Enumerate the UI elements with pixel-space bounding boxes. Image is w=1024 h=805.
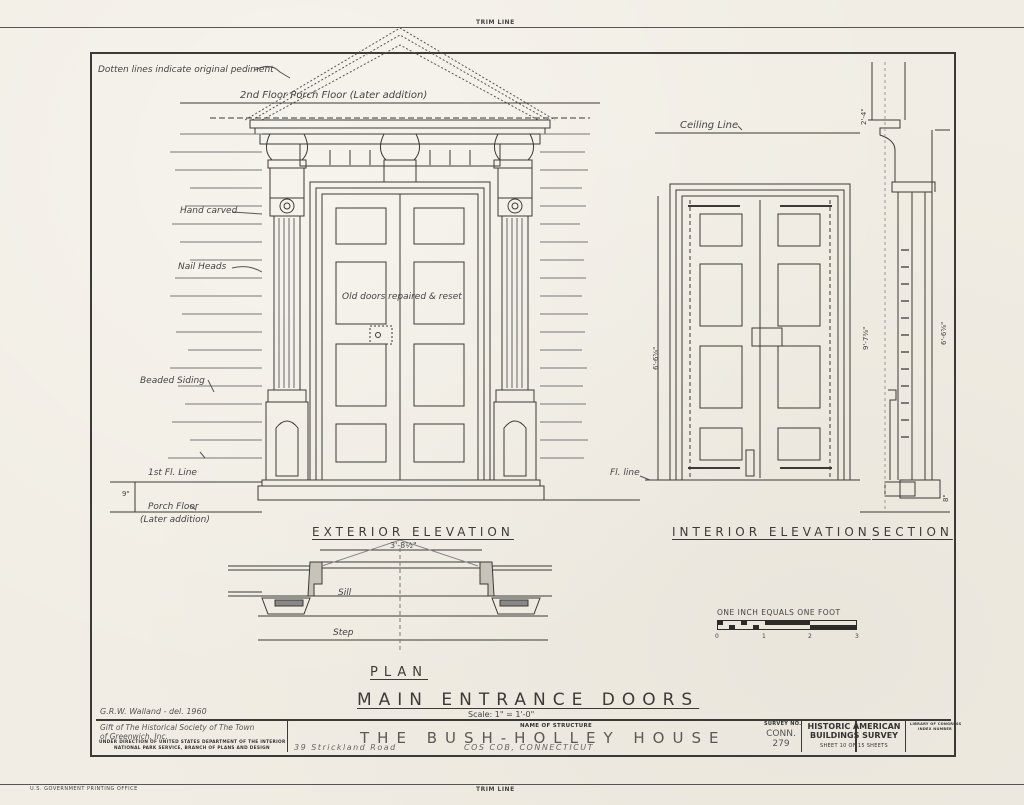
leader-lines [189,66,743,511]
dim-section-top: 2'-4" [860,108,868,125]
section-profile [860,62,950,513]
caption-interior-elevation: INTERIOR ELEVATION [672,525,871,539]
direction-line-1: UNDER DIRECTION OF UNITED STATES DEPARTM… [99,740,286,745]
dim-ceiling-height: 9'-7⅜" [862,326,870,350]
note-later-addition: (Later addition) [140,515,210,525]
caption-exterior-elevation: EXTERIOR ELEVATION [312,525,514,539]
library-line-2: INDEX NUMBER [918,727,953,731]
main-title: MAIN ENTRANCE DOORS [357,690,700,710]
note-nail-heads: Nail Heads [178,262,227,272]
gift-line-2: of Greenwich, Inc. [100,732,168,741]
dim-door-width: 3'-8½" [390,541,417,550]
sheet-info: SHEET 10 OF 15 SHEETS [820,743,888,749]
scale-bar [717,620,857,632]
caption-plan: PLAN [370,665,428,680]
interior-door-panels [699,213,821,461]
title-block: Gift of The Historical Society of The To… [96,719,951,752]
gift-line-1: Gift of The Historical Society of The To… [100,723,255,732]
library-line-1: LIBRARY OF CONGRESS [910,722,962,726]
scale-tick-3: 3 [855,633,859,640]
trim-label-top: TRIM LINE [476,19,515,26]
caption-section: SECTION [872,525,953,539]
survey-no-line-2: 279 [772,739,790,749]
pediment-dotted [244,27,556,121]
scale-bar-label: ONE INCH EQUALS ONE FOOT [717,608,841,617]
survey-no-line-1: CONN. [766,729,796,739]
tb-survey-cell [856,721,857,752]
dim-porch-height: 9" [122,490,130,498]
dentils [329,150,471,165]
habs-line-2: BUILDINGS SURVEY [810,731,898,740]
tb-survey-no: SURVEY NO. CONN. 279 [760,719,802,752]
note-beaded-siding: Beaded Siding [140,376,205,386]
note-step: Step [333,628,354,638]
door-plan [228,539,552,650]
note-fl-line: Fl. line [610,468,640,478]
section-nailheads [901,249,909,438]
note-ceiling-line: Ceiling Line [680,120,739,131]
habs-line-1: HISTORIC AMERICAN [807,722,901,731]
printer-mark: U.S. GOVERNMENT PRINTING OFFICE [30,786,138,792]
note-old-doors: Old doors repaired & reset [342,292,462,302]
tb-structure-cell: NAME OF STRUCTURE THE BUSH-HOLLEY HOUSE … [288,721,856,752]
tb-library: LIBRARY OF CONGRESS INDEX NUMBER [906,719,961,752]
scale-tick-0: 0 [715,633,719,640]
dim-door-height: 6'-6⅝" [652,346,660,370]
note-hand-carved: Hand carved [180,206,238,216]
tb-gift-cell: Gift of The Historical Society of The To… [96,721,288,752]
trim-line-top [0,27,1024,28]
trim-label-bottom: TRIM LINE [476,786,515,793]
name-of-structure-label: NAME OF STRUCTURE [520,723,593,729]
note-first-fl-line: 1st Fl. Line [148,468,197,478]
note-dotted-lines: Dotten lines indicate original pediment [98,65,274,75]
scale-tick-2: 2 [808,633,812,640]
drawing-border [90,52,956,757]
survey-no-label: SURVEY NO. [764,721,802,727]
note-sill: Sill [338,588,352,598]
trim-line-bottom [0,784,1024,785]
beaded-siding-right [540,133,590,459]
structure-city: COS COB, CONNECTICUT [464,743,595,752]
note-second-floor-porch: 2nd Floor Porch Floor (Later addition) [240,90,428,101]
dim-section-bottom: 8" [942,494,950,502]
scale-tick-1: 1 [762,633,766,640]
exterior-door-panels [335,207,465,463]
tb-habs: HISTORIC AMERICAN BUILDINGS SURVEY SHEET… [802,719,906,752]
note-porch-floor: Porch Floor [148,502,199,512]
drawing-scale: Scale: 1" = 1'-0" [468,710,535,719]
structure-name: THE BUSH-HOLLEY HOUSE [360,729,727,747]
structure-address: 39 Strickland Road [294,743,397,752]
dim-section-height: 6'-6⅝" [940,321,948,345]
delineator: G.R.W. Walland - del. 1960 [100,707,207,716]
beaded-siding-left [168,133,262,459]
direction-line-2: NATIONAL PARK SERVICE, BRANCH OF PLANS A… [114,746,270,751]
